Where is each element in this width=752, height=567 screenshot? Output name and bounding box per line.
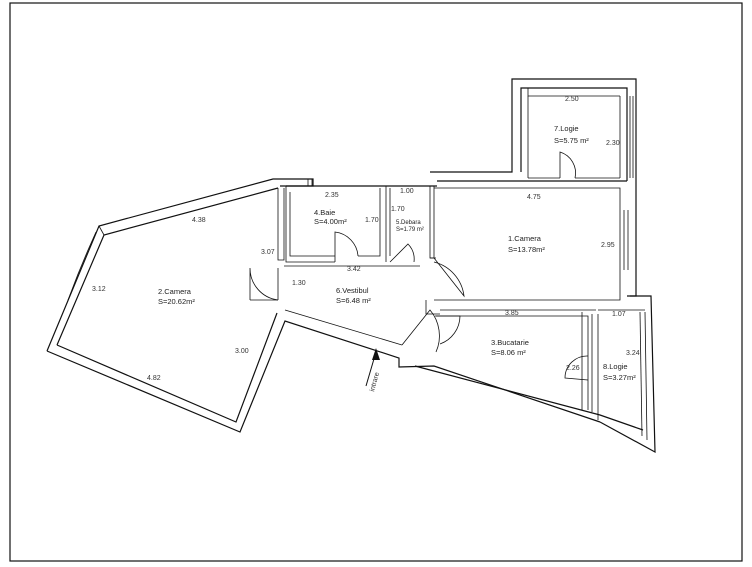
entrance-arrow: intrare	[365, 348, 381, 393]
room-area-debara: S=1.79 m²	[396, 227, 424, 233]
room-name-camera1: 1.Camera	[508, 234, 542, 243]
room-area-camera1: S=13.78m²	[508, 245, 545, 254]
room-area-bucatarie: S=8.06 m²	[491, 348, 526, 357]
dim-logie8-width: 1.07	[612, 311, 626, 318]
door-bucatarie	[435, 315, 461, 345]
dim-bucatarie-door: 2.26	[566, 365, 580, 372]
room-name-bucatarie: 3.Bucatarie	[491, 338, 529, 347]
door-entrance	[401, 309, 440, 353]
room-labels: 1.Camera S=13.78m² 2.Camera S=20.62m² 3.…	[158, 124, 636, 382]
room-name-baie: 4.Baie	[314, 208, 335, 217]
room-name-logie7: 7.Logie	[554, 124, 579, 133]
room-name-camera2: 2.Camera	[158, 287, 192, 296]
dim-camera2-bottom: 4.82	[147, 375, 161, 382]
dim-camera2-top: 4.38	[192, 217, 206, 224]
room-area-baie: S=4.00m²	[314, 217, 347, 226]
dim-vestibul-width: 3.42	[347, 266, 361, 273]
dim-logie8-height: 3.24	[626, 350, 640, 357]
entrance-label: intrare	[369, 371, 381, 392]
room-area-camera2: S=20.62m²	[158, 297, 195, 306]
room-area-logie7: S=5.75 m²	[554, 136, 589, 145]
room-name-logie8: 8.Logie	[603, 362, 628, 371]
dim-logie7-width: 2.50	[565, 96, 579, 103]
door-camera2	[249, 267, 279, 301]
door-logie7	[559, 151, 576, 179]
door-logie8	[564, 355, 589, 381]
room-name-vestibul: 6.Vestibul	[336, 286, 369, 295]
dim-baie-width: 2.35	[325, 192, 339, 199]
dim-bucatarie-width: 3.85	[505, 310, 519, 317]
page-border	[9, 2, 743, 562]
room-name-debara: 5.Debara	[396, 220, 421, 226]
door-debara	[389, 243, 415, 263]
dim-camera1-width: 4.75	[527, 194, 541, 201]
dim-logie7-height: 2.30	[606, 140, 620, 147]
dim-camera2-right: 3.00	[235, 348, 249, 355]
windows	[67, 96, 648, 441]
room-area-logie8: S=3.27m²	[603, 373, 636, 382]
dim-camera2-left: 3.12	[92, 286, 106, 293]
dim-debara-width: 1.00	[400, 188, 414, 195]
interior-walls	[98, 88, 645, 420]
dim-camera2-right-top: 3.07	[261, 249, 275, 256]
dim-camera1-height: 2.95	[601, 242, 615, 249]
dim-vestibul-height: 1.30	[292, 280, 306, 287]
room-area-vestibul: S=6.48 m²	[336, 296, 371, 305]
dim-debara-height: 1.70	[391, 206, 405, 213]
door-camera1	[433, 257, 465, 298]
doors	[249, 151, 589, 381]
door-baie	[334, 231, 359, 262]
dimension-labels: 2.50 2.30 4.75 2.95 2.35 1.70 1.00 1.70 …	[92, 96, 640, 382]
outer-walls	[46, 78, 656, 454]
dim-baie-height: 1.70	[365, 217, 379, 224]
